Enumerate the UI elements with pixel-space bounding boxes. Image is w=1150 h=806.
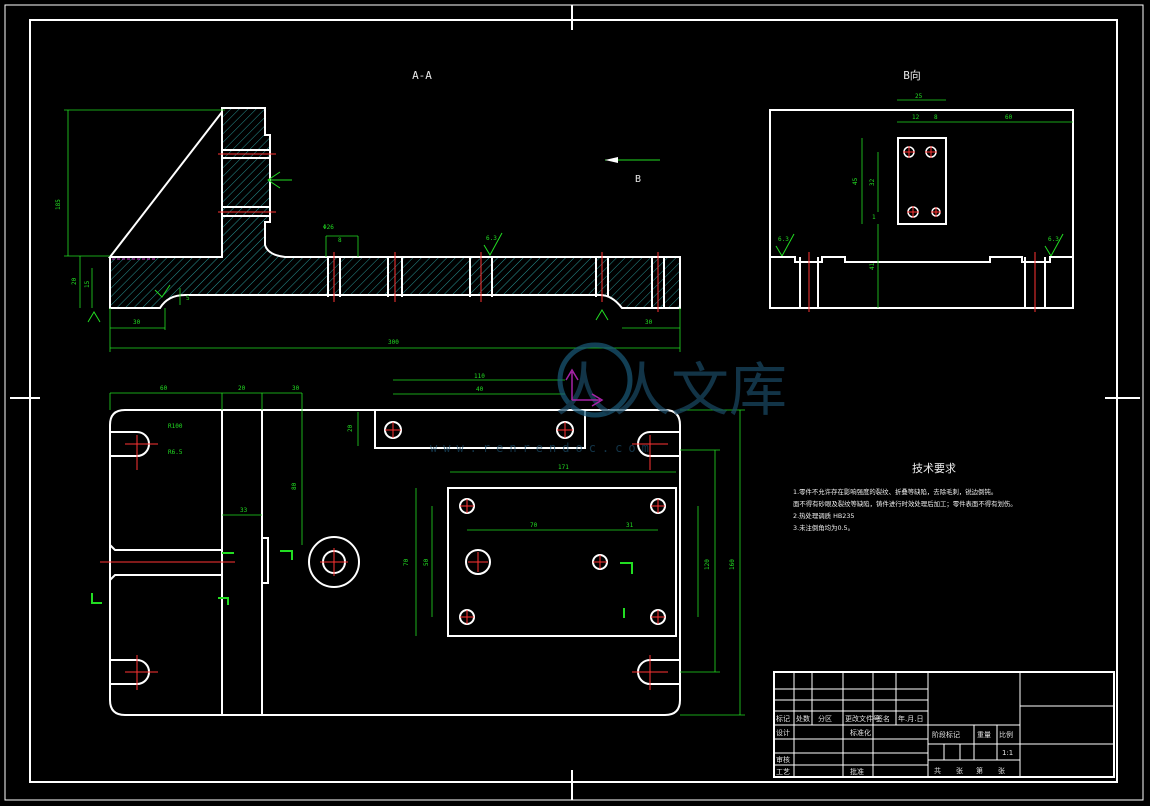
plan-dim-30: 30 xyxy=(292,385,300,392)
dim-30-left: 30 xyxy=(133,319,141,326)
plan-dim-20: 20 xyxy=(238,385,246,392)
roughness-2: 6.3 xyxy=(778,236,789,243)
dim-300: 300 xyxy=(388,339,399,346)
plan-dim-80: 80 xyxy=(291,482,298,490)
dim-20: 20 xyxy=(71,277,78,285)
view-b xyxy=(769,99,1074,312)
datum-markers xyxy=(91,550,633,618)
plan-dim-20b: 20 xyxy=(347,424,354,432)
tb-date: 年.月.日 xyxy=(898,714,923,723)
tb-design: 设计 xyxy=(776,728,790,737)
plan-dim-60: 60 xyxy=(160,385,168,392)
dim-b-32: 32 xyxy=(869,178,876,186)
tb-standardize: 标准化 xyxy=(850,728,871,737)
tb-check: 审核 xyxy=(776,755,790,764)
section-title: A-A xyxy=(412,69,432,82)
roughness-symbols xyxy=(87,171,1064,323)
dim-b-8: 8 xyxy=(934,114,938,121)
dim-8: 8 xyxy=(338,237,342,244)
dim-b-60: 60 xyxy=(1005,114,1013,121)
plan-dim-110: 110 xyxy=(474,373,485,380)
tb-sheet-no: 第 xyxy=(976,766,983,775)
tech-req-item-1: 1.零件不允许存在影响强度的裂纹、折叠等缺陷，去除毛刺，锐边倒钝。 xyxy=(793,487,997,496)
dim-5: 5 xyxy=(186,295,190,302)
plan-dimensions xyxy=(109,379,745,716)
plan-view xyxy=(100,409,681,716)
plan-dim-left-70: 70 xyxy=(403,558,410,566)
tech-req-item-2: 面不得有砂眼及裂纹等缺陷，铸件进行时效处理后加工；零件表面不得有划伤。 xyxy=(793,499,1017,508)
title-block: 标记 处数 分区 更改文件号 签名 年.月.日 设计 标准化 审核 工艺 批准 … xyxy=(773,671,1115,778)
dim-30-right: 30 xyxy=(645,319,653,326)
dim-b-12: 12 xyxy=(912,114,920,121)
plan-r100: R100 xyxy=(168,423,183,430)
centering-marks xyxy=(10,5,1140,800)
dim-phi26: Φ26 xyxy=(323,224,334,231)
tb-weight: 重量 xyxy=(977,731,991,739)
tb-stage-mark: 阶段标记 xyxy=(932,730,960,739)
plan-dim-171: 171 xyxy=(558,464,569,471)
roughness-3: 6.3 xyxy=(1048,236,1059,243)
view-b-title: B向 xyxy=(903,68,921,82)
dim-15: 15 xyxy=(84,280,91,288)
tb-scale-label: 比例 xyxy=(999,730,1013,739)
tb-count: 处数 xyxy=(796,714,810,723)
tb-process: 工艺 xyxy=(776,768,790,776)
tb-approve: 批准 xyxy=(850,767,864,776)
watermark-url: www.renrendoc.com xyxy=(430,441,655,455)
outer-frame xyxy=(4,4,1144,801)
tb-sheet-total: 共 xyxy=(934,766,941,775)
plan-dim-120: 120 xyxy=(704,559,711,570)
plan-dim-33: 33 xyxy=(240,507,248,514)
dim-b-41: 41 xyxy=(869,262,876,270)
section-view-aa xyxy=(107,107,681,312)
tb-scale-value: 1:1 xyxy=(1002,749,1013,757)
dim-b-1: 1 xyxy=(872,214,876,221)
tech-req-item-4: 3.未注倒角均为0.5。 xyxy=(793,523,854,532)
dim-b-45: 45 xyxy=(852,177,859,185)
plan-r6-5: R6.5 xyxy=(168,449,183,456)
watermark-logo-text: 人人文库 xyxy=(555,356,787,424)
tech-req-item-3: 2.热处理调质 HB235 xyxy=(793,511,854,520)
tb-sheet-label: 张 xyxy=(956,766,963,775)
roughness-1: 6.3 xyxy=(486,235,497,242)
watermark: 人人文库 www.renrendoc.com xyxy=(430,342,787,455)
arrow-label: B xyxy=(635,174,641,185)
tb-change-doc: 更改文件号 xyxy=(845,714,880,723)
tech-req-title: 技术要求 xyxy=(912,462,956,475)
technical-requirements: 技术要求 1.零件不允许存在影响强度的裂纹、折叠等缺陷，去除毛刺，锐边倒钝。 面… xyxy=(793,462,1017,532)
inner-frame xyxy=(29,19,1118,783)
plan-dim-70: 70 xyxy=(530,522,538,529)
plan-dim-160: 160 xyxy=(729,559,736,570)
dim-b-25: 25 xyxy=(915,93,923,100)
tb-sheet-label-2: 张 xyxy=(998,766,1005,775)
section-dimensions xyxy=(64,109,681,352)
tb-mark: 标记 xyxy=(776,714,790,723)
tb-zone: 分区 xyxy=(818,714,832,723)
plan-dim-40: 40 xyxy=(476,386,484,393)
plan-dim-left-50: 50 xyxy=(423,558,430,566)
plan-dim-31: 31 xyxy=(626,522,634,529)
view-direction-arrow xyxy=(605,157,660,163)
tb-sign: 签名 xyxy=(876,714,890,723)
dim-185: 185 xyxy=(55,199,62,210)
